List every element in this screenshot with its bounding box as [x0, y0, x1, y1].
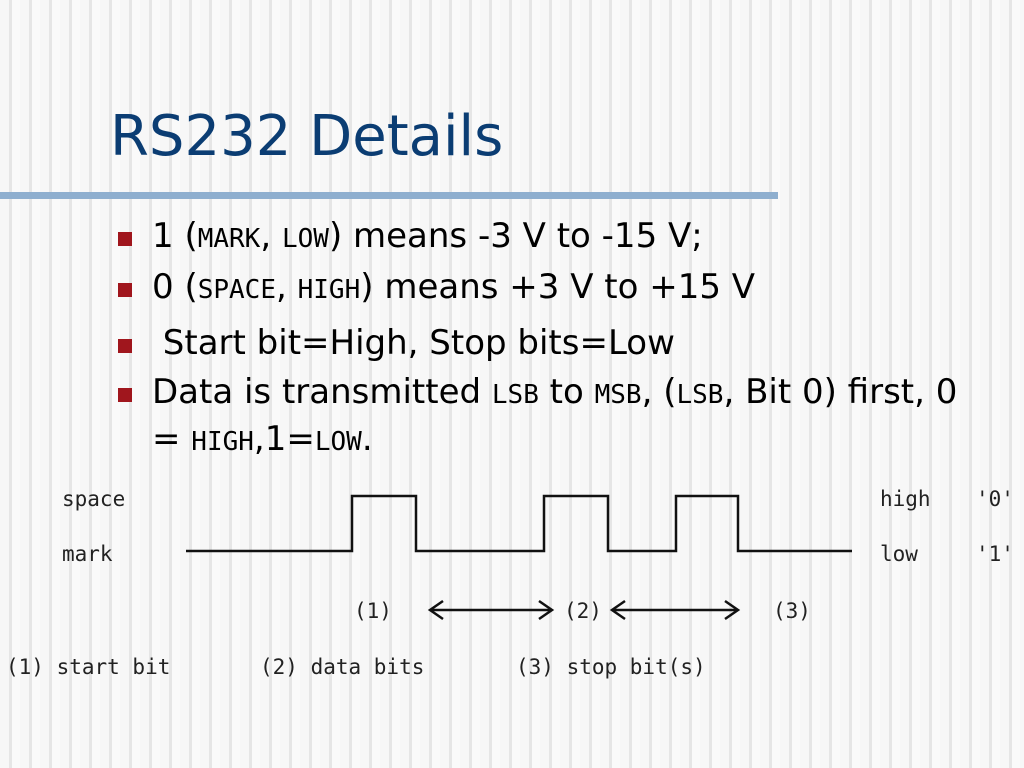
- label-low: low: [880, 542, 918, 566]
- bullet-square-icon: [118, 232, 132, 246]
- bullet-square-icon: [118, 339, 132, 353]
- double-arrow-stop-icon: [609, 599, 741, 621]
- double-arrow-data-icon: [427, 599, 555, 621]
- bullet-square-icon: [118, 388, 132, 402]
- label-bit-one: '1': [976, 542, 1014, 566]
- bullet-lsb-msb: Data is transmitted LSB to MSB, (LSB, Bi…: [112, 370, 982, 464]
- legend-stop-bits: (3) stop bit(s): [516, 655, 706, 679]
- label-bit-zero: '0': [976, 487, 1014, 511]
- signal-waveform: [186, 494, 852, 553]
- rs232-timing-diagram: space mark high low '0' '1' (1) (2) (3) …: [6, 487, 1014, 679]
- legend-data-bits: (2) data bits: [260, 655, 424, 679]
- bullet-mark-low: 1 (MARK, LOW) means -3 V to -15 V;: [112, 214, 703, 261]
- legend-start-bit: (1) start bit: [6, 655, 170, 679]
- marker-stop-bits: (3): [773, 599, 811, 623]
- label-space: space: [62, 487, 125, 511]
- slide-title: RS232 Details: [110, 104, 504, 169]
- title-divider: [0, 192, 778, 199]
- label-high: high: [880, 487, 931, 511]
- marker-start-bit: (1): [354, 599, 392, 623]
- bullet-square-icon: [118, 283, 132, 297]
- bullet-start-stop: Start bit=High, Stop bits=Low: [112, 321, 675, 365]
- bullet-space-high: 0 (SPACE, HIGH) means +3 V to +15 V: [112, 265, 755, 312]
- label-mark: mark: [62, 542, 113, 566]
- marker-data-bits: (2): [564, 599, 602, 623]
